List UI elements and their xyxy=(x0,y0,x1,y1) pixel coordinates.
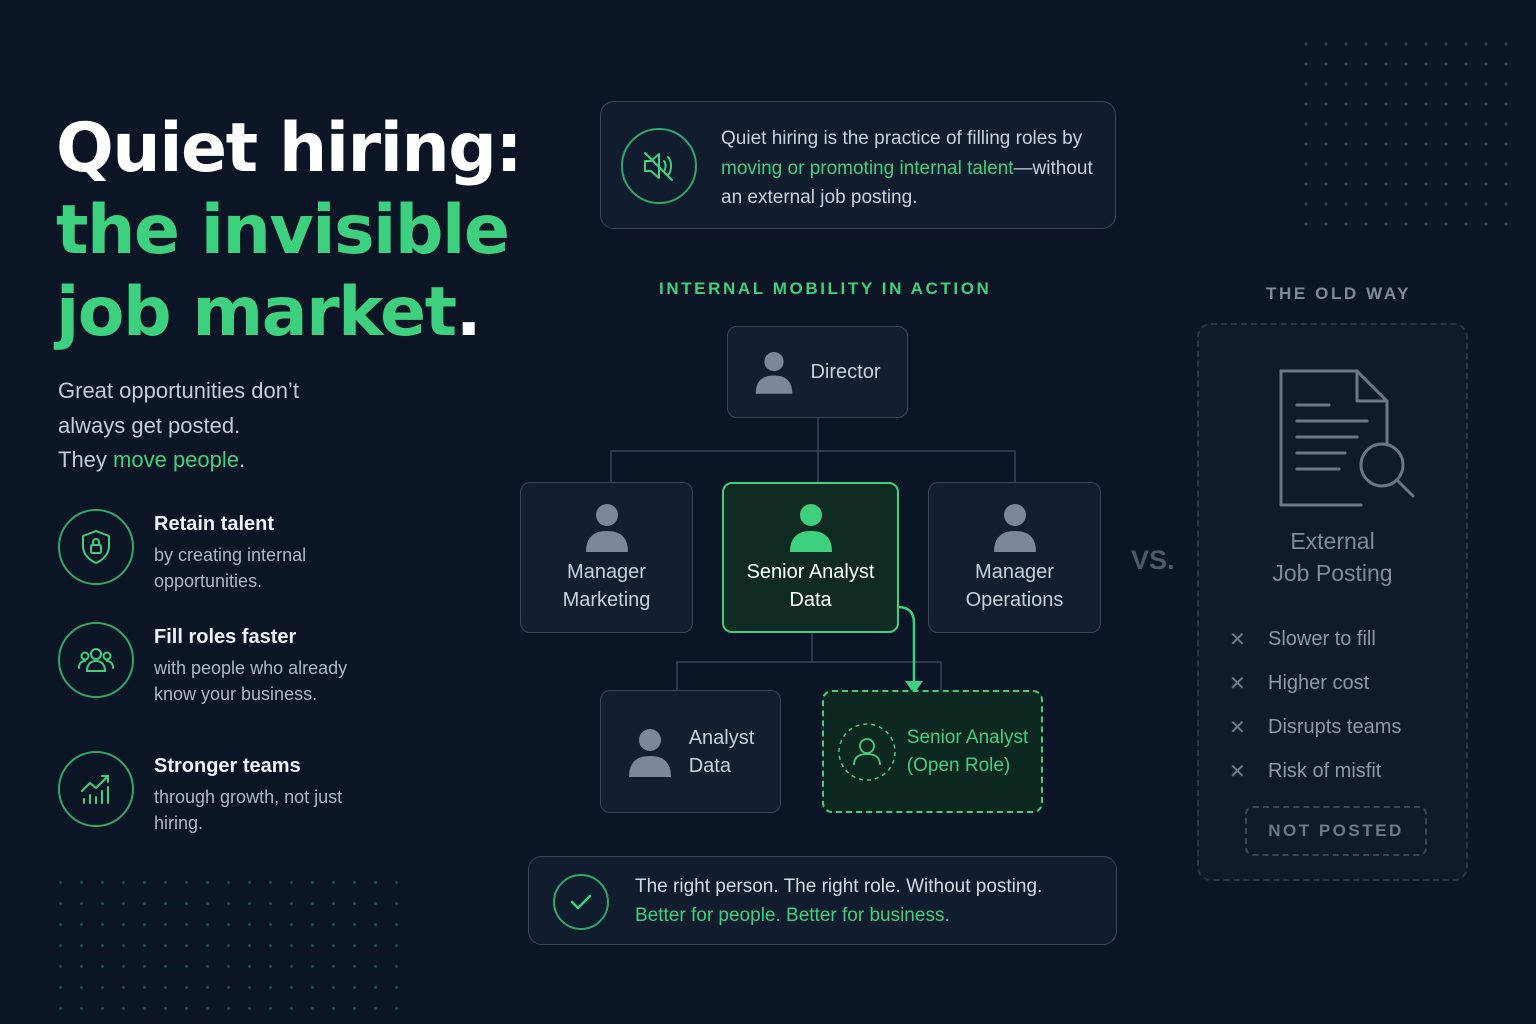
old-way-title: External Job Posting xyxy=(1199,525,1466,589)
benefit-desc: with people who already know your busine… xyxy=(154,658,348,704)
section-label: INTERNAL MOBILITY IN ACTION xyxy=(659,279,992,298)
node-manager-marketing: Manager Marketing xyxy=(520,482,693,633)
x-icon: ✕ xyxy=(1229,628,1246,651)
definition-box: Quiet hiring is the practice of filling … xyxy=(600,101,1116,229)
dot-pattern-top-right xyxy=(1296,34,1512,234)
check-circle-icon xyxy=(553,874,609,930)
node-line-2: (Open Role) xyxy=(906,754,1011,776)
node-senior-analyst: Senior Analyst Data xyxy=(722,482,899,633)
node-line-1: Senior Analyst xyxy=(746,560,875,583)
subtitle-suffix: . xyxy=(239,447,246,472)
node-manager-operations: Manager Operations xyxy=(928,482,1101,633)
list-item-label: Disrupts teams xyxy=(1268,715,1402,738)
list-item: ✕ Disrupts teams xyxy=(1229,705,1401,749)
definition-prefix: Quiet hiring is the practice of filling … xyxy=(721,128,1083,149)
headline-line-1: Quiet hiring: xyxy=(56,109,523,188)
not-posted-badge: NOT POSTED xyxy=(1245,806,1427,856)
muted-speaker-icon xyxy=(621,128,697,204)
old-way-label: THE OLD WAY xyxy=(1266,284,1412,303)
list-item: ✕ Higher cost xyxy=(1229,661,1401,705)
node-open-role: Senior Analyst (Open Role) xyxy=(822,690,1043,813)
person-icon xyxy=(789,503,832,552)
subtitle-line-2: always get posted. xyxy=(58,412,241,438)
person-icon xyxy=(756,352,793,394)
benefit-desc: by creating internal opportunities. xyxy=(154,545,307,591)
x-icon: ✕ xyxy=(1229,716,1246,739)
node-analyst-text: Analyst Data xyxy=(689,724,755,780)
benefit-desc: through growth, not just hiring. xyxy=(154,787,343,833)
benefit-title: Fill roles faster xyxy=(154,626,297,648)
shield-lock-icon xyxy=(58,509,134,585)
list-item-label: Slower to fill xyxy=(1268,627,1376,650)
old-way-title-line-1: External xyxy=(1290,528,1375,554)
list-item-label: Higher cost xyxy=(1268,671,1370,694)
node-open-role-text: Senior Analyst (Open Role) xyxy=(907,724,1028,780)
definition-suffix: —without an external job posting. xyxy=(721,157,1093,209)
conclusion-box: The right person. The right role. Withou… xyxy=(528,856,1117,945)
person-icon xyxy=(585,503,628,552)
node-line-2: Operations xyxy=(965,588,1064,611)
benefit-retain-talent: Retain talent by creating internal oppor… xyxy=(58,509,398,619)
headline: Quiet hiring: the invisible job market. xyxy=(56,108,523,354)
definition-text: Quiet hiring is the practice of filling … xyxy=(721,124,1101,213)
dot-pattern-bottom-left xyxy=(50,872,416,1016)
old-way-list: ✕ Slower to fill ✕ Higher cost ✕ Disrupts t… xyxy=(1229,617,1401,793)
headline-line-3-text: job market xyxy=(56,273,457,352)
headline-line-3: job market. xyxy=(56,272,521,354)
growth-chart-icon xyxy=(58,751,134,827)
definition-highlight: moving or promoting internal talent xyxy=(721,157,1014,179)
person-icon xyxy=(993,503,1036,552)
list-item-label: Risk of misfit xyxy=(1268,759,1382,782)
benefit-title: Retain talent xyxy=(154,513,275,535)
node-analyst: Analyst Data xyxy=(600,690,781,813)
node-line-1: Senior Analyst xyxy=(906,726,1029,748)
document-search-icon xyxy=(1279,369,1415,507)
list-item: ✕ Slower to fill xyxy=(1229,617,1401,661)
x-icon: ✕ xyxy=(1229,672,1246,695)
headline-line-2: the invisible xyxy=(56,191,510,270)
node-line-1: Manager xyxy=(975,560,1054,583)
node-director: Director xyxy=(727,326,908,418)
vs-label: VS. xyxy=(1131,545,1175,575)
benefit-fill-roles-faster: Fill roles faster with people who alread… xyxy=(58,622,398,732)
benefit-stronger-teams: Stronger teams through growth, not just … xyxy=(58,751,398,861)
list-item: ✕ Risk of misfit xyxy=(1229,749,1401,793)
node-director-label: Director xyxy=(810,361,881,383)
old-way-title-line-2: Job Posting xyxy=(1272,560,1393,586)
node-line-2: Data xyxy=(688,754,731,777)
headline-period: . xyxy=(455,273,482,352)
node-line-2: Data xyxy=(789,588,832,611)
subtitle: Great opportunities don’t always get pos… xyxy=(58,374,299,478)
team-icon xyxy=(58,622,134,698)
x-icon: ✕ xyxy=(1229,760,1246,783)
subtitle-line-1: Great opportunities don’t xyxy=(58,378,299,403)
subtitle-prefix: They xyxy=(58,447,114,472)
conclusion-line-1: The right person. The right role. Withou… xyxy=(635,876,1043,897)
node-line-1: Manager xyxy=(567,560,646,583)
dashed-person-icon xyxy=(838,722,896,781)
old-way-panel: External Job Posting ✕ Slower to fill ✕ Hi… xyxy=(1197,323,1468,881)
subtitle-line-3: They move people. xyxy=(58,443,299,478)
node-line-2: Marketing xyxy=(562,588,651,611)
subtitle-highlight: move people xyxy=(113,447,240,472)
benefit-title: Stronger teams xyxy=(154,755,301,777)
node-line-1: Analyst xyxy=(688,726,755,749)
conclusion-line-2: Better for people. Better for business. xyxy=(635,905,950,926)
person-icon xyxy=(628,728,671,777)
